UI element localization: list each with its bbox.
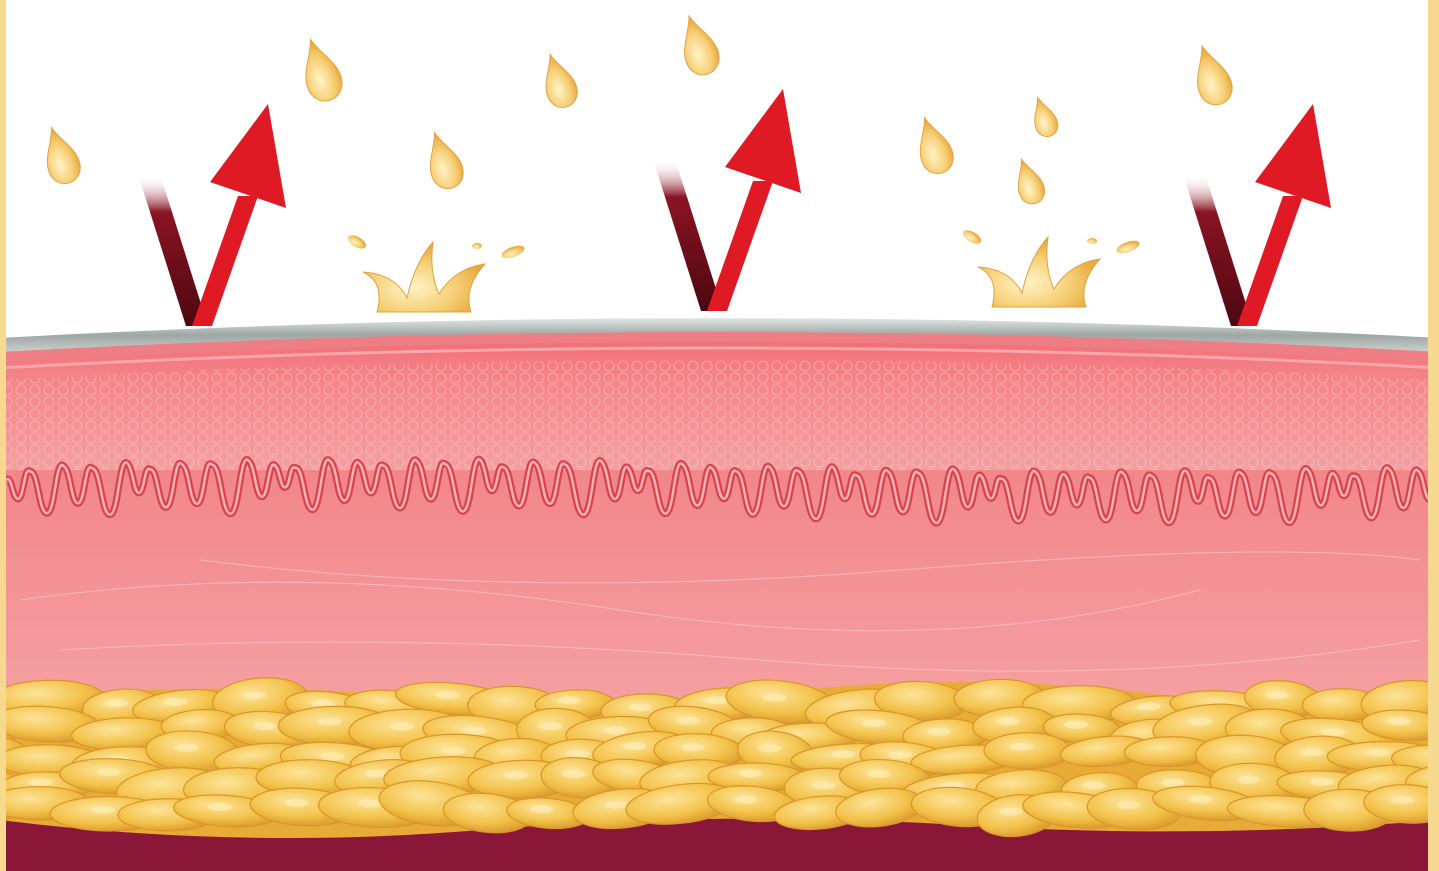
fat-cell-highlight <box>97 768 121 776</box>
fat-cell-highlight <box>888 751 912 759</box>
fat-cell-highlight <box>538 722 562 730</box>
fat-cell-highlight <box>242 692 266 700</box>
fat-cell-highlight <box>463 727 487 735</box>
epidermis-cells <box>0 360 1439 470</box>
fat-cell-highlight <box>1390 796 1414 804</box>
fat-cell-highlight <box>734 796 758 804</box>
fat-cell-highlight <box>603 727 627 735</box>
fat-cell-highlight <box>1064 721 1088 729</box>
fat-cell-highlight <box>867 770 891 778</box>
fat-cell-highlight <box>321 753 345 761</box>
fat-cell-highlight <box>999 808 1023 816</box>
fat-cell-highlight <box>1137 703 1161 711</box>
fat-cell-highlight <box>1321 728 1345 736</box>
fat-cell-highlight <box>91 806 115 814</box>
splash-drop <box>472 243 482 249</box>
fat-cell-highlight <box>628 703 652 711</box>
fat-cell-highlight <box>442 747 466 755</box>
fat-cell-highlight <box>927 728 951 736</box>
fat-cell-highlight <box>390 722 414 730</box>
fat-cell-highlight <box>763 694 787 702</box>
fat-cell-highlight <box>1300 749 1324 757</box>
splash-drop <box>1087 238 1097 244</box>
fat-cell-highlight <box>704 696 728 704</box>
fat-cell-highlight <box>557 696 581 704</box>
fat-cell-highlight <box>605 801 629 809</box>
fat-cell-highlight <box>681 743 705 751</box>
fat-cell-highlight <box>831 750 855 758</box>
fat-cell-highlight <box>1116 801 1140 809</box>
fat-cell-highlight <box>1081 781 1105 789</box>
fat-cell-highlight <box>530 805 554 813</box>
fat-cell-highlight <box>1265 691 1289 699</box>
fat-cell-highlight <box>1387 717 1411 725</box>
fat-cell-highlight <box>285 799 309 807</box>
fat-cell-highlight <box>253 722 277 730</box>
fat-cell-highlight <box>623 742 647 750</box>
fat-cell-highlight <box>1161 779 1185 787</box>
fat-cell-highlight <box>811 781 835 789</box>
fat-cell-highlight <box>566 750 590 758</box>
fat-cell-highlight <box>208 803 232 811</box>
fat-cell-highlight <box>862 719 886 727</box>
fat-cell-highlight <box>561 770 585 778</box>
fat-cell-highlight <box>1236 776 1260 784</box>
fat-cell <box>984 732 1072 769</box>
fat-cell-highlight <box>358 800 382 808</box>
fat-cell-highlight <box>504 771 528 779</box>
fat-cell-highlight <box>163 698 187 706</box>
subcutaneous-fat-layer <box>0 674 1439 840</box>
fat-cell-highlight <box>436 691 460 699</box>
fat-cell-highlight <box>758 744 782 752</box>
fat-cell-highlight <box>1310 778 1334 786</box>
fat-cell-highlight <box>318 718 342 726</box>
fat-cell-highlight <box>676 717 700 725</box>
fat-cell-highlight <box>1189 795 1213 803</box>
fat-cell-highlight <box>996 717 1020 725</box>
fat-cell-highlight <box>28 778 52 786</box>
fat-cell-highlight <box>1366 748 1390 756</box>
fat-cell-highlight <box>104 699 128 707</box>
fat-cell-highlight <box>174 744 198 752</box>
fat-cell-highlight <box>1010 743 1034 751</box>
fat-cell-highlight <box>1189 718 1213 726</box>
fat-cell-highlight <box>739 769 763 777</box>
